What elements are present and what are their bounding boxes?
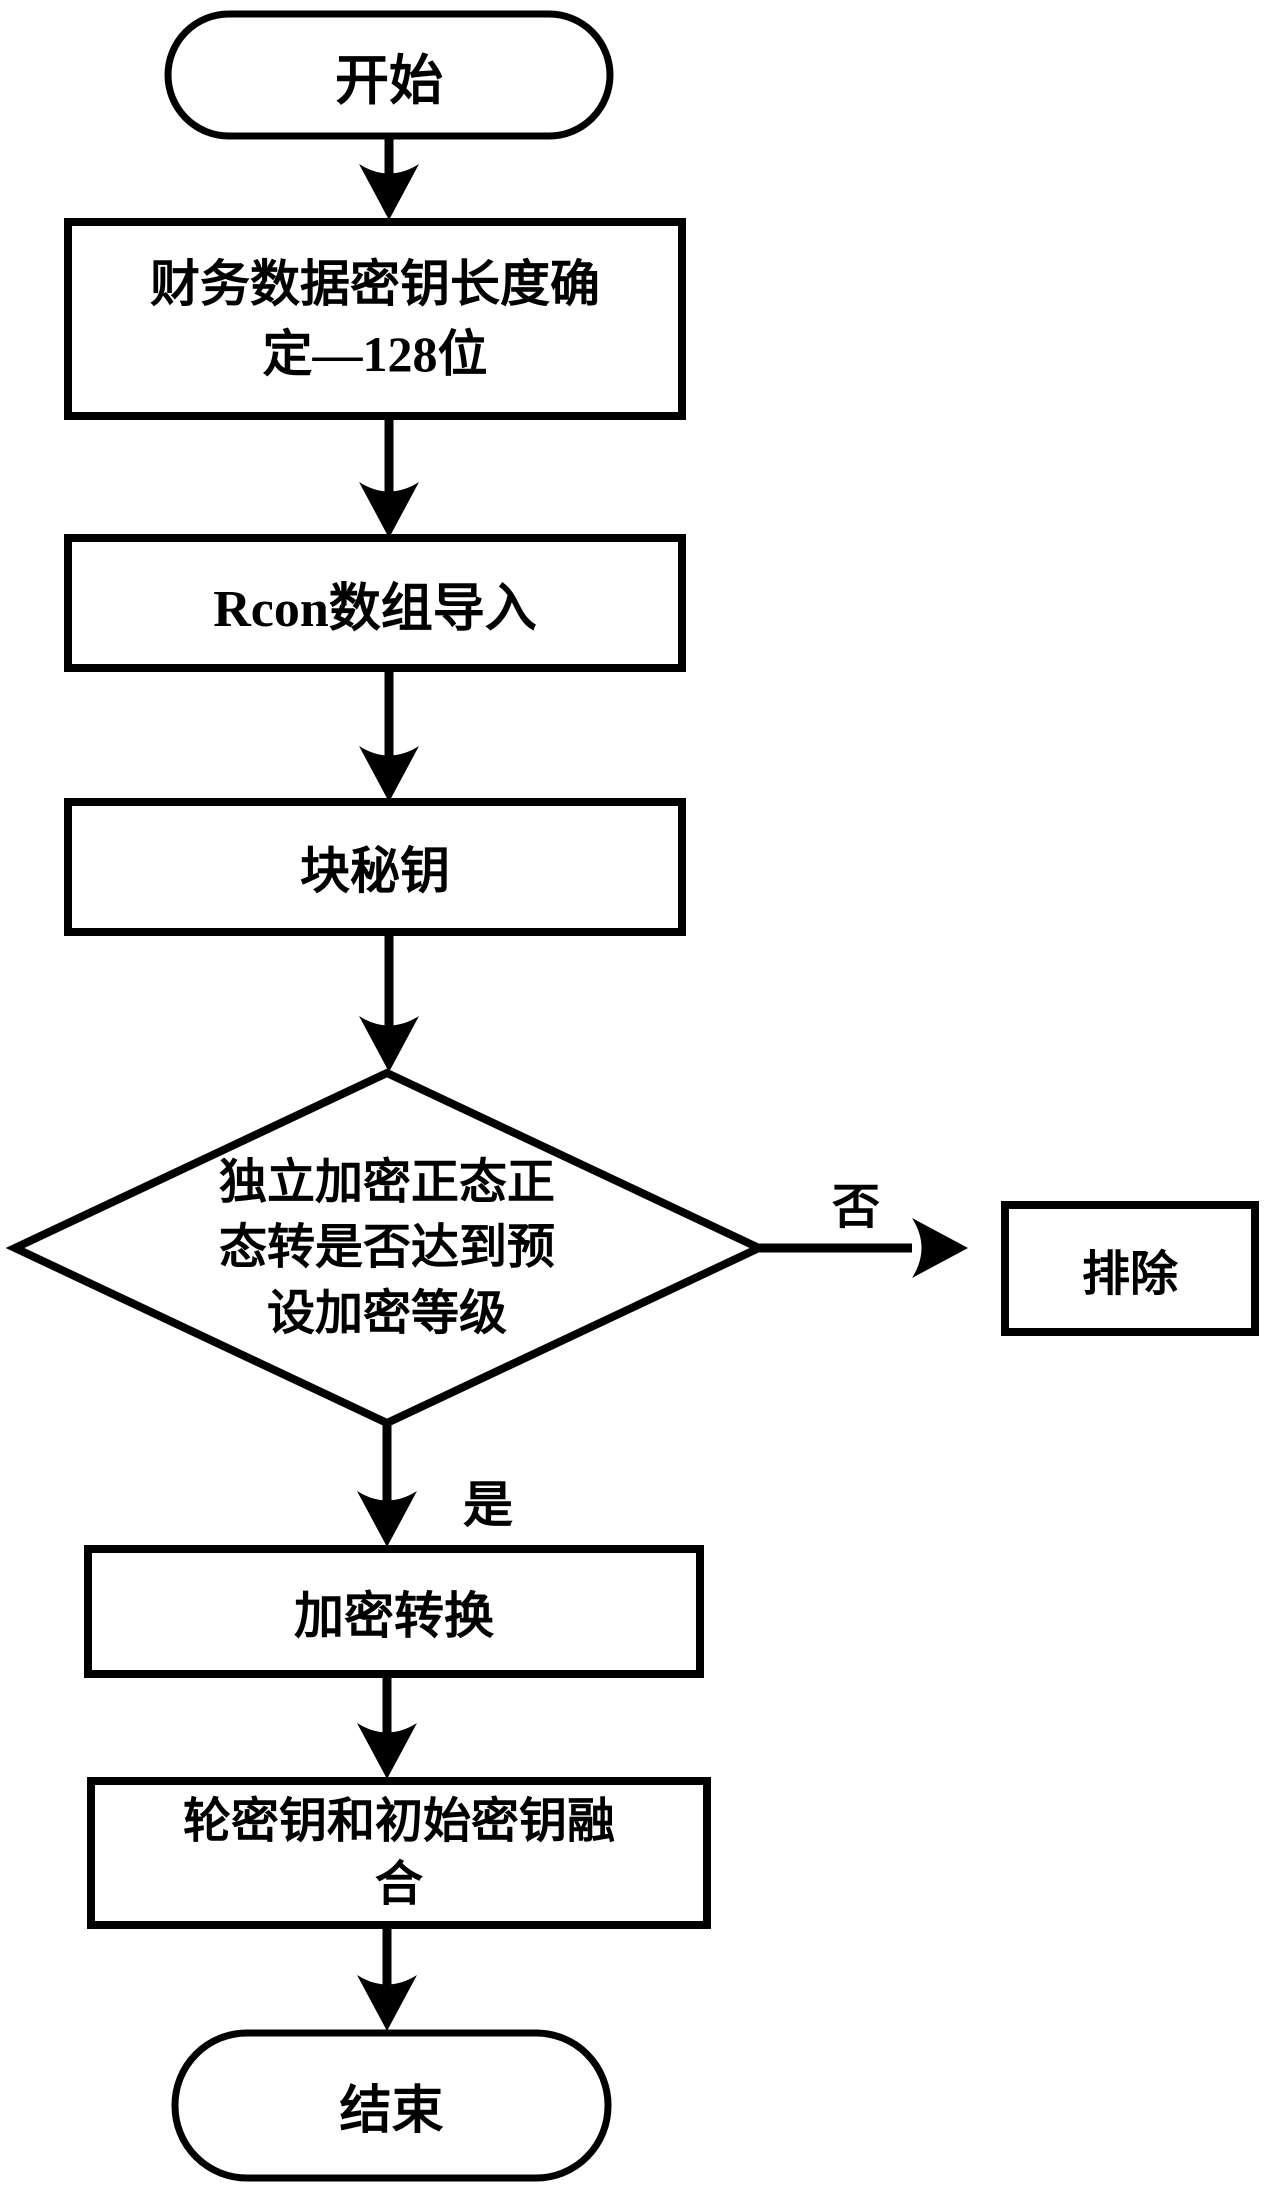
key-fusion-node-shape [87,1777,711,1929]
arrow-fusion-to-end-head [357,1975,417,2031]
block-key-node-shape [64,798,686,936]
exclude-node-shape [1001,1201,1259,1336]
arrow-keylength-to-rcon-head [359,482,419,538]
decision-node-shape [5,1068,769,1428]
encrypt-convert-node-shape [84,1545,704,1678]
arrow-convert-to-fusion-head [357,1723,417,1779]
arrow-yes-branch-head [357,1491,417,1547]
arrow-blockkey-to-decision-head [359,1016,419,1072]
arrow-no-branch-head [912,1218,968,1278]
rcon-import-node-shape [64,534,686,672]
start-node-shape [164,10,614,140]
end-node-shape [171,2029,612,2182]
arrow-rcon-to-blockkey-head [359,746,419,802]
arrow-start-to-keylength-head [359,164,419,220]
key-length-node-shape [64,218,686,420]
